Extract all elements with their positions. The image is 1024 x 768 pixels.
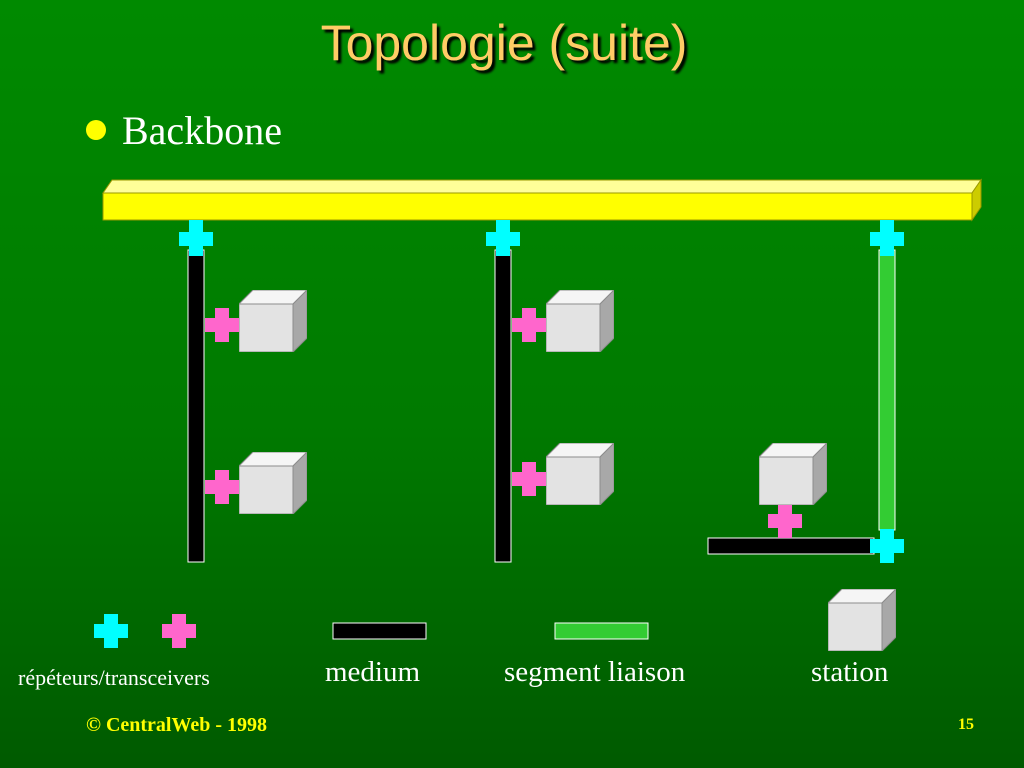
legend-transceiver-icon (162, 614, 196, 648)
transceiver-icon (512, 462, 546, 496)
footer-copyright: © CentralWeb - 1998 (86, 714, 268, 736)
transceiver-icon (205, 470, 239, 504)
bullet-item: Backbone (86, 106, 282, 154)
footer-page-number: 15 (958, 716, 974, 733)
transceiver-icon (512, 308, 546, 342)
station-icon (759, 443, 827, 505)
station-icon (239, 452, 307, 514)
transceiver-icon (205, 308, 239, 342)
legend-medium-swatch (332, 622, 427, 640)
legend-medium-label: medium (325, 656, 421, 688)
slide-title: Topologie (suite) (320, 15, 688, 71)
medium-segment-left (187, 249, 205, 563)
bullet-dot-icon (86, 120, 106, 140)
legend-station-label: station (811, 656, 889, 688)
repeater-icon (870, 529, 904, 563)
bullet-text: Backbone (122, 107, 282, 153)
station-icon (546, 290, 614, 352)
medium-segment-middle (494, 249, 512, 563)
backbone-bar (102, 178, 982, 222)
transceiver-icon (768, 504, 802, 538)
medium-segment-bottom (707, 537, 875, 555)
legend-segment-label: segment liaison (504, 656, 686, 688)
legend-repeater-icon (94, 614, 128, 648)
repeater-icon (179, 222, 213, 256)
repeater-icon (486, 222, 520, 256)
station-icon (546, 443, 614, 505)
station-icon (239, 290, 307, 352)
segment-liaison (878, 249, 896, 531)
legend-repeaters-label: répéteurs/transceivers (18, 665, 210, 690)
repeater-icon (870, 222, 904, 256)
legend-segment-swatch (554, 622, 649, 640)
legend-station-icon (828, 589, 896, 651)
